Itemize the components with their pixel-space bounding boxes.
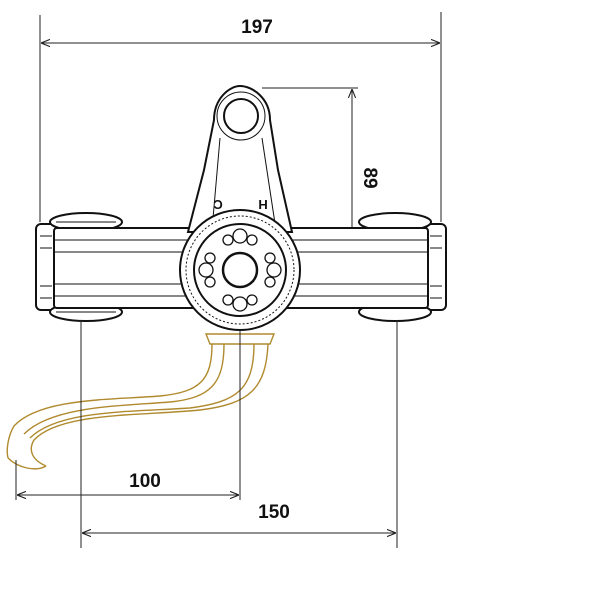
- hot-label: H: [258, 197, 267, 212]
- dimension-100-label: 100: [129, 471, 161, 492]
- handle-eyelet-icon: [223, 98, 259, 134]
- dimension-overall-width: 197: [39, 12, 442, 222]
- dimension-spout-reach: 100: [17, 471, 239, 495]
- dimension-197-label: 197: [241, 17, 273, 38]
- dimension-150-label: 150: [258, 502, 290, 523]
- dimension-89-label: 89: [359, 167, 380, 188]
- central-valve: [179, 209, 301, 331]
- valve-center-hole-icon: [221, 251, 259, 289]
- lever-handle: C H: [186, 84, 294, 233]
- dimension-center-distance: 150: [82, 502, 396, 533]
- lower-extension-lines: [15, 320, 398, 548]
- valve-ornament-icon: [198, 228, 282, 312]
- cold-label: C: [213, 197, 223, 212]
- spout: [6, 343, 269, 470]
